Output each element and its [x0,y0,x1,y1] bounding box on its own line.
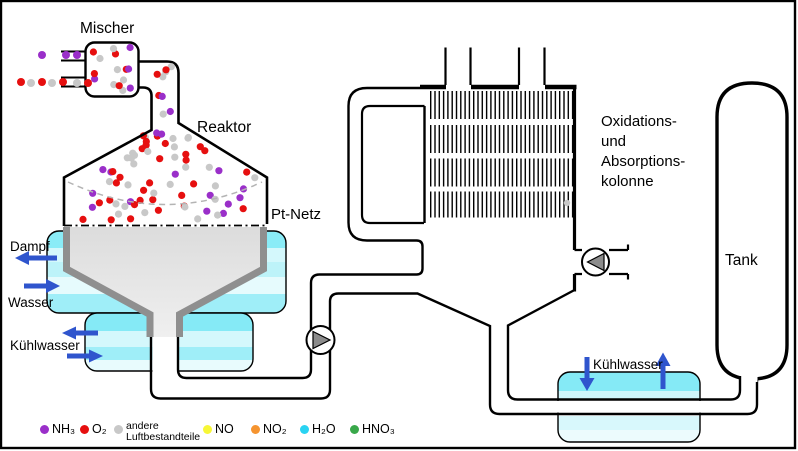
other-air-dot-icon [114,425,123,434]
nitric-acid-dot-icon [350,425,359,434]
reactor-gas-space [62,60,269,227]
legend-item-oxygen: O₂ [80,421,107,437]
water-inlet-stubs [574,244,630,280]
pump-triangle-icon [312,330,332,350]
nitric-oxide-dot-icon [203,425,212,434]
reactor-lower-vessel [63,227,267,337]
label-wasser: Wasser [8,295,54,310]
legend-item-other-air: andere Luftbestandteile [114,421,216,443]
label-dampf: Dampf [10,239,50,254]
legend-item-water: H₂O [300,421,336,437]
stray-molecule-dot [563,199,571,207]
outlet-pipe-interior [152,337,177,397]
oxidation-absorption-column [420,47,577,292]
gas-piping [149,86,759,416]
oxygen-dot-icon [80,425,89,434]
kuehlwasser-out-arrow-left [62,326,98,340]
mixer-feed-pipes [61,50,86,88]
legend-item-nitrogen-dioxide: NO₂ [251,421,287,437]
kuehlwasser-out-arrow-right [655,352,671,389]
pump-triangle-icon [586,252,605,272]
product-piping [506,244,742,401]
label-reaktor: Reaktor [197,119,252,136]
label-mischer: Mischer [80,20,135,37]
label-column: Oxidations- und Absorptions- kolonne [601,113,686,190]
label-pt-netz: Pt-Netz [271,206,322,223]
water-pump [581,247,610,277]
water-dot-icon [300,425,309,434]
legend-item-nitric-oxide: NO [203,421,234,437]
kuehlwasser-in-arrow-right [579,357,595,391]
nitrogen-dioxide-dot-icon [251,425,260,434]
label-kuehlwasser-right: Kühlwasser [593,357,663,372]
ammonia-dot-icon [40,425,49,434]
column-vent-pipes [444,47,546,85]
legend-item-ammonia: NH₃ [40,421,75,437]
gas-flow-dashed-arc [67,181,263,206]
dampf-out-arrow [15,251,57,265]
legend-item-nitric-acid: HNO₃ [350,421,395,437]
mixer-vessel [17,41,175,118]
gas-pump [305,325,336,355]
storage-tank [715,81,789,382]
label-kuehlwasser-left: Kühlwasser [10,338,80,353]
ammonia-feed-dots [38,51,81,59]
wasser-in-arrow [24,279,60,293]
label-tank: Tank [725,252,758,269]
air-feed-dots [17,78,92,87]
flow-arrows [15,251,671,391]
product-pipe-interior [516,401,742,413]
kuehlwasser-in-arrow-left [67,349,103,363]
